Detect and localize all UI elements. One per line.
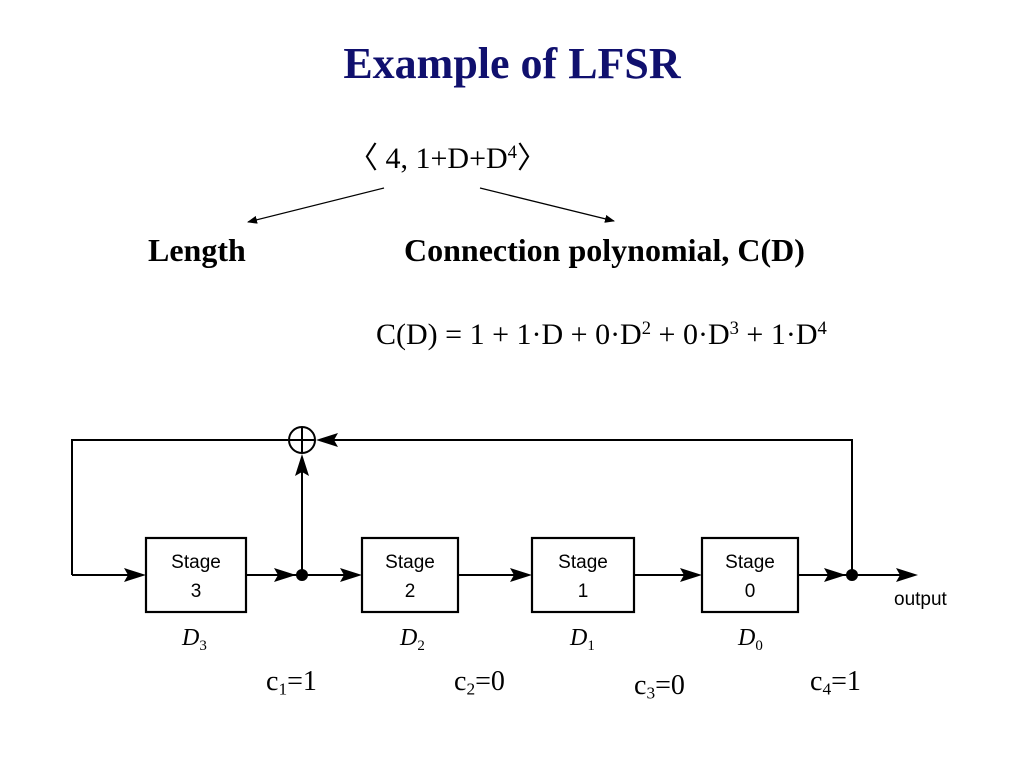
arrow-into-node-c4 [824,568,846,582]
stage-1-title: Stage [558,552,608,573]
connection-polynomial-label: Connection polynomial, C(D) [404,232,805,268]
arrow-into-stage0 [680,568,702,582]
tap-node-c1 [296,569,308,581]
length-pointer-arrow [247,187,385,224]
stage-2-title: Stage [385,552,435,573]
arrow-into-node-c1 [274,568,296,582]
register-d1-label: D1 [569,625,595,654]
stage-1-number: 1 [578,581,589,602]
poly-term-a: C(D) = 1 + 1·D + 0·D [376,318,642,351]
polynomial-expansion: C(D) = 1 + 1·D + 0·D2 + 0·D3 + 1·D4 [376,318,827,352]
length-label: Length [148,232,246,268]
poly-exp-2: 2 [641,317,652,339]
output-label: output [894,589,948,610]
poly-term-c: + 1·D [738,318,818,351]
coefficient-c1: c1=1 [266,666,317,699]
poly-term-b: + 0·D [651,318,730,351]
arrow-into-stage2 [340,568,362,582]
register-d2-label: D2 [399,625,425,654]
coefficient-c2: c2=0 [454,666,505,699]
stage-0-number: 0 [745,581,756,602]
xor-adder-icon [288,426,316,454]
arrow-output [896,568,918,582]
slide-title: Example of LFSR [343,39,681,88]
arrow-tap-into-xor [295,454,309,476]
notation-open: 〈 4, 1+D+D [348,142,508,175]
register-d3-label: D3 [181,625,207,654]
coefficient-c4: c4=1 [810,666,861,699]
notation-exponent: 4 [507,141,517,163]
coefficient-c3: c3=0 [634,670,685,703]
stage-0-title: Stage [725,552,775,573]
register-d0-label: D0 [737,625,763,654]
stage-2-number: 2 [405,581,416,602]
notation-close: 〉 [516,142,547,175]
poly-exp-3: 3 [729,317,739,339]
arrow-into-stage3 [124,568,146,582]
stage-3-number: 3 [191,581,202,602]
arrow-feedback-into-xor [316,433,338,447]
stage-3-title: Stage [171,552,221,573]
tap-c4-line [328,439,853,575]
tap-node-c4 [846,569,858,581]
polynomial-pointer-arrow [479,187,615,223]
lfsr-notation: 〈 4, 1+D+D4〉 [348,133,547,177]
poly-exp-4: 4 [817,317,827,339]
arrow-into-stage1 [510,568,532,582]
feedback-line [71,439,288,575]
